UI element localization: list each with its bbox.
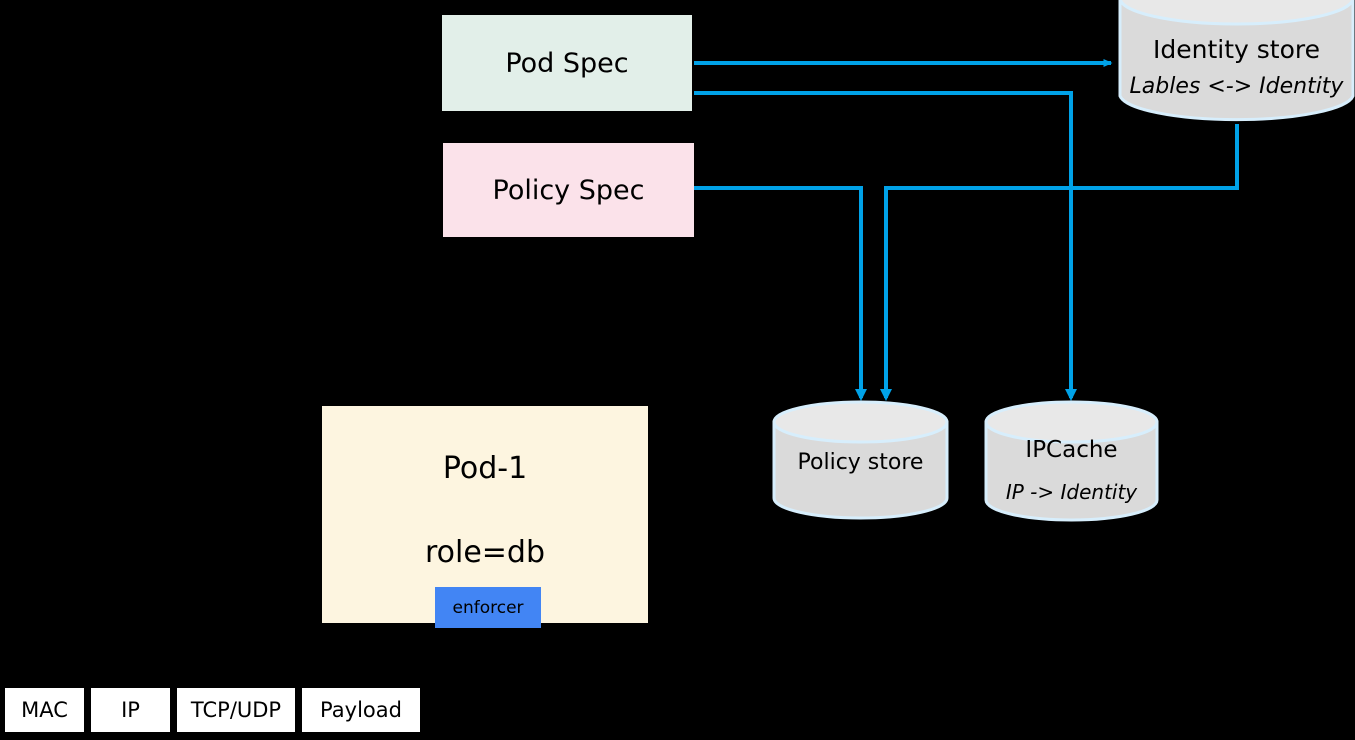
packet-cell-ip-label: IP xyxy=(121,698,140,722)
ipcache-shape xyxy=(984,400,1159,522)
node-policy-spec-label: Policy Spec xyxy=(492,174,645,206)
node-policy-store[interactable]: Policy store xyxy=(772,400,949,520)
badge-enforcer-label: enforcer xyxy=(452,597,524,618)
connector-policy-spec-to-policy-store xyxy=(694,186,867,401)
connector-identity-store-to-policy-store xyxy=(880,124,1239,401)
node-ipcache[interactable]: IPCache IP -> Identity xyxy=(984,400,1159,522)
packet-cell-mac-label: MAC xyxy=(21,698,68,722)
packet-cell-payload-label: Payload xyxy=(320,698,402,722)
node-pod-spec-label: Pod Spec xyxy=(505,47,629,79)
node-pod-1-title: Pod-1 xyxy=(442,451,528,486)
node-policy-store-label: Policy store xyxy=(797,450,924,475)
packet-cell-payload[interactable]: Payload xyxy=(300,686,422,734)
policy-store-shape xyxy=(772,400,949,520)
packet-cell-ip[interactable]: IP xyxy=(89,686,172,734)
node-identity-store-label: Identity store xyxy=(1153,35,1320,64)
node-identity-store-sublabel: Lables <-> Identity xyxy=(1129,74,1344,99)
node-ipcache-sublabel: IP -> Identity xyxy=(1005,480,1138,504)
packet-cell-mac[interactable]: MAC xyxy=(3,686,86,734)
node-ipcache-label: IPCache xyxy=(1025,437,1118,463)
node-pod-spec[interactable]: Pod Spec xyxy=(442,15,692,111)
packet-cell-tcp-udp[interactable]: TCP/UDP xyxy=(175,686,297,734)
node-pod-1[interactable]: Pod-1 role=db xyxy=(322,406,648,623)
node-identity-store[interactable]: Identity store Lables <-> Identity xyxy=(1118,0,1355,126)
badge-enforcer[interactable]: enforcer xyxy=(435,587,541,628)
identity-store-shape xyxy=(1118,0,1355,122)
packet-bar: MAC IP TCP/UDP Payload xyxy=(3,686,422,734)
node-pod-1-role-label: role=db xyxy=(424,535,546,570)
packet-cell-tcp-udp-label: TCP/UDP xyxy=(190,698,282,722)
node-policy-spec[interactable]: Policy Spec xyxy=(443,143,694,237)
connector-pod-spec-to-ipcache xyxy=(694,91,1077,401)
